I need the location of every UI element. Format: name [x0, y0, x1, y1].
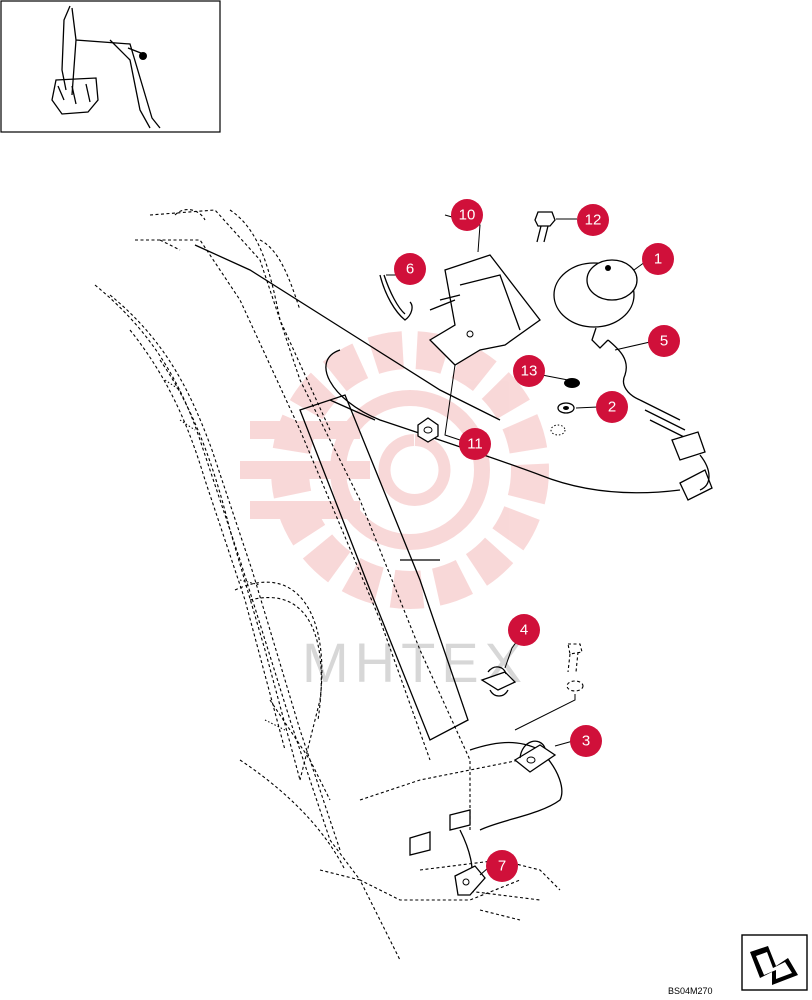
next-page-arrow-icon[interactable]	[741, 934, 808, 991]
watermark-text: МНТЕХ	[302, 631, 528, 694]
callout-13: 13	[513, 355, 545, 387]
callout-10-label: 10	[459, 207, 476, 224]
watermark-gear-logo	[240, 331, 549, 609]
lamp-connector	[607, 339, 710, 491]
callout-1: 1	[642, 243, 674, 275]
plate-7	[454, 865, 486, 896]
callout-12-label: 12	[585, 212, 602, 229]
callout-7: 7	[486, 850, 518, 882]
excavator-thumbnail	[0, 0, 221, 133]
callout-5: 5	[648, 325, 680, 357]
callout-6-label: 6	[406, 261, 414, 278]
nut-11	[417, 417, 439, 443]
lamp-bracket	[428, 254, 541, 366]
callout-4-label: 4	[520, 622, 528, 639]
callout-11: 11	[459, 428, 491, 460]
callout-3-label: 3	[582, 733, 590, 750]
callout-3: 3	[570, 725, 602, 757]
clip-6	[379, 274, 413, 321]
clamp-4	[480, 666, 517, 697]
callout-12: 12	[577, 204, 609, 236]
work-lamp	[553, 259, 638, 349]
callout-11-label: 11	[467, 436, 483, 453]
washer-13	[564, 378, 580, 388]
callout-2-label: 2	[608, 399, 616, 416]
boom-cylinder	[299, 394, 469, 741]
callout-2: 2	[596, 391, 628, 423]
clamp-3	[513, 740, 557, 773]
callout-10: 10	[451, 199, 483, 231]
bolt-12	[534, 211, 556, 243]
nut-2-position	[550, 424, 566, 436]
drawing-code: BS04M270	[668, 986, 713, 996]
callout-6: 6	[394, 253, 426, 285]
callout-4: 4	[508, 614, 540, 646]
callout-7-label: 7	[498, 858, 506, 875]
callout-5-label: 5	[660, 333, 668, 350]
callout-13-label: 13	[521, 363, 538, 380]
mounting-blocks	[409, 809, 471, 856]
screw-3	[566, 643, 584, 692]
callout-1-label: 1	[654, 251, 662, 268]
nut-2	[557, 402, 575, 414]
